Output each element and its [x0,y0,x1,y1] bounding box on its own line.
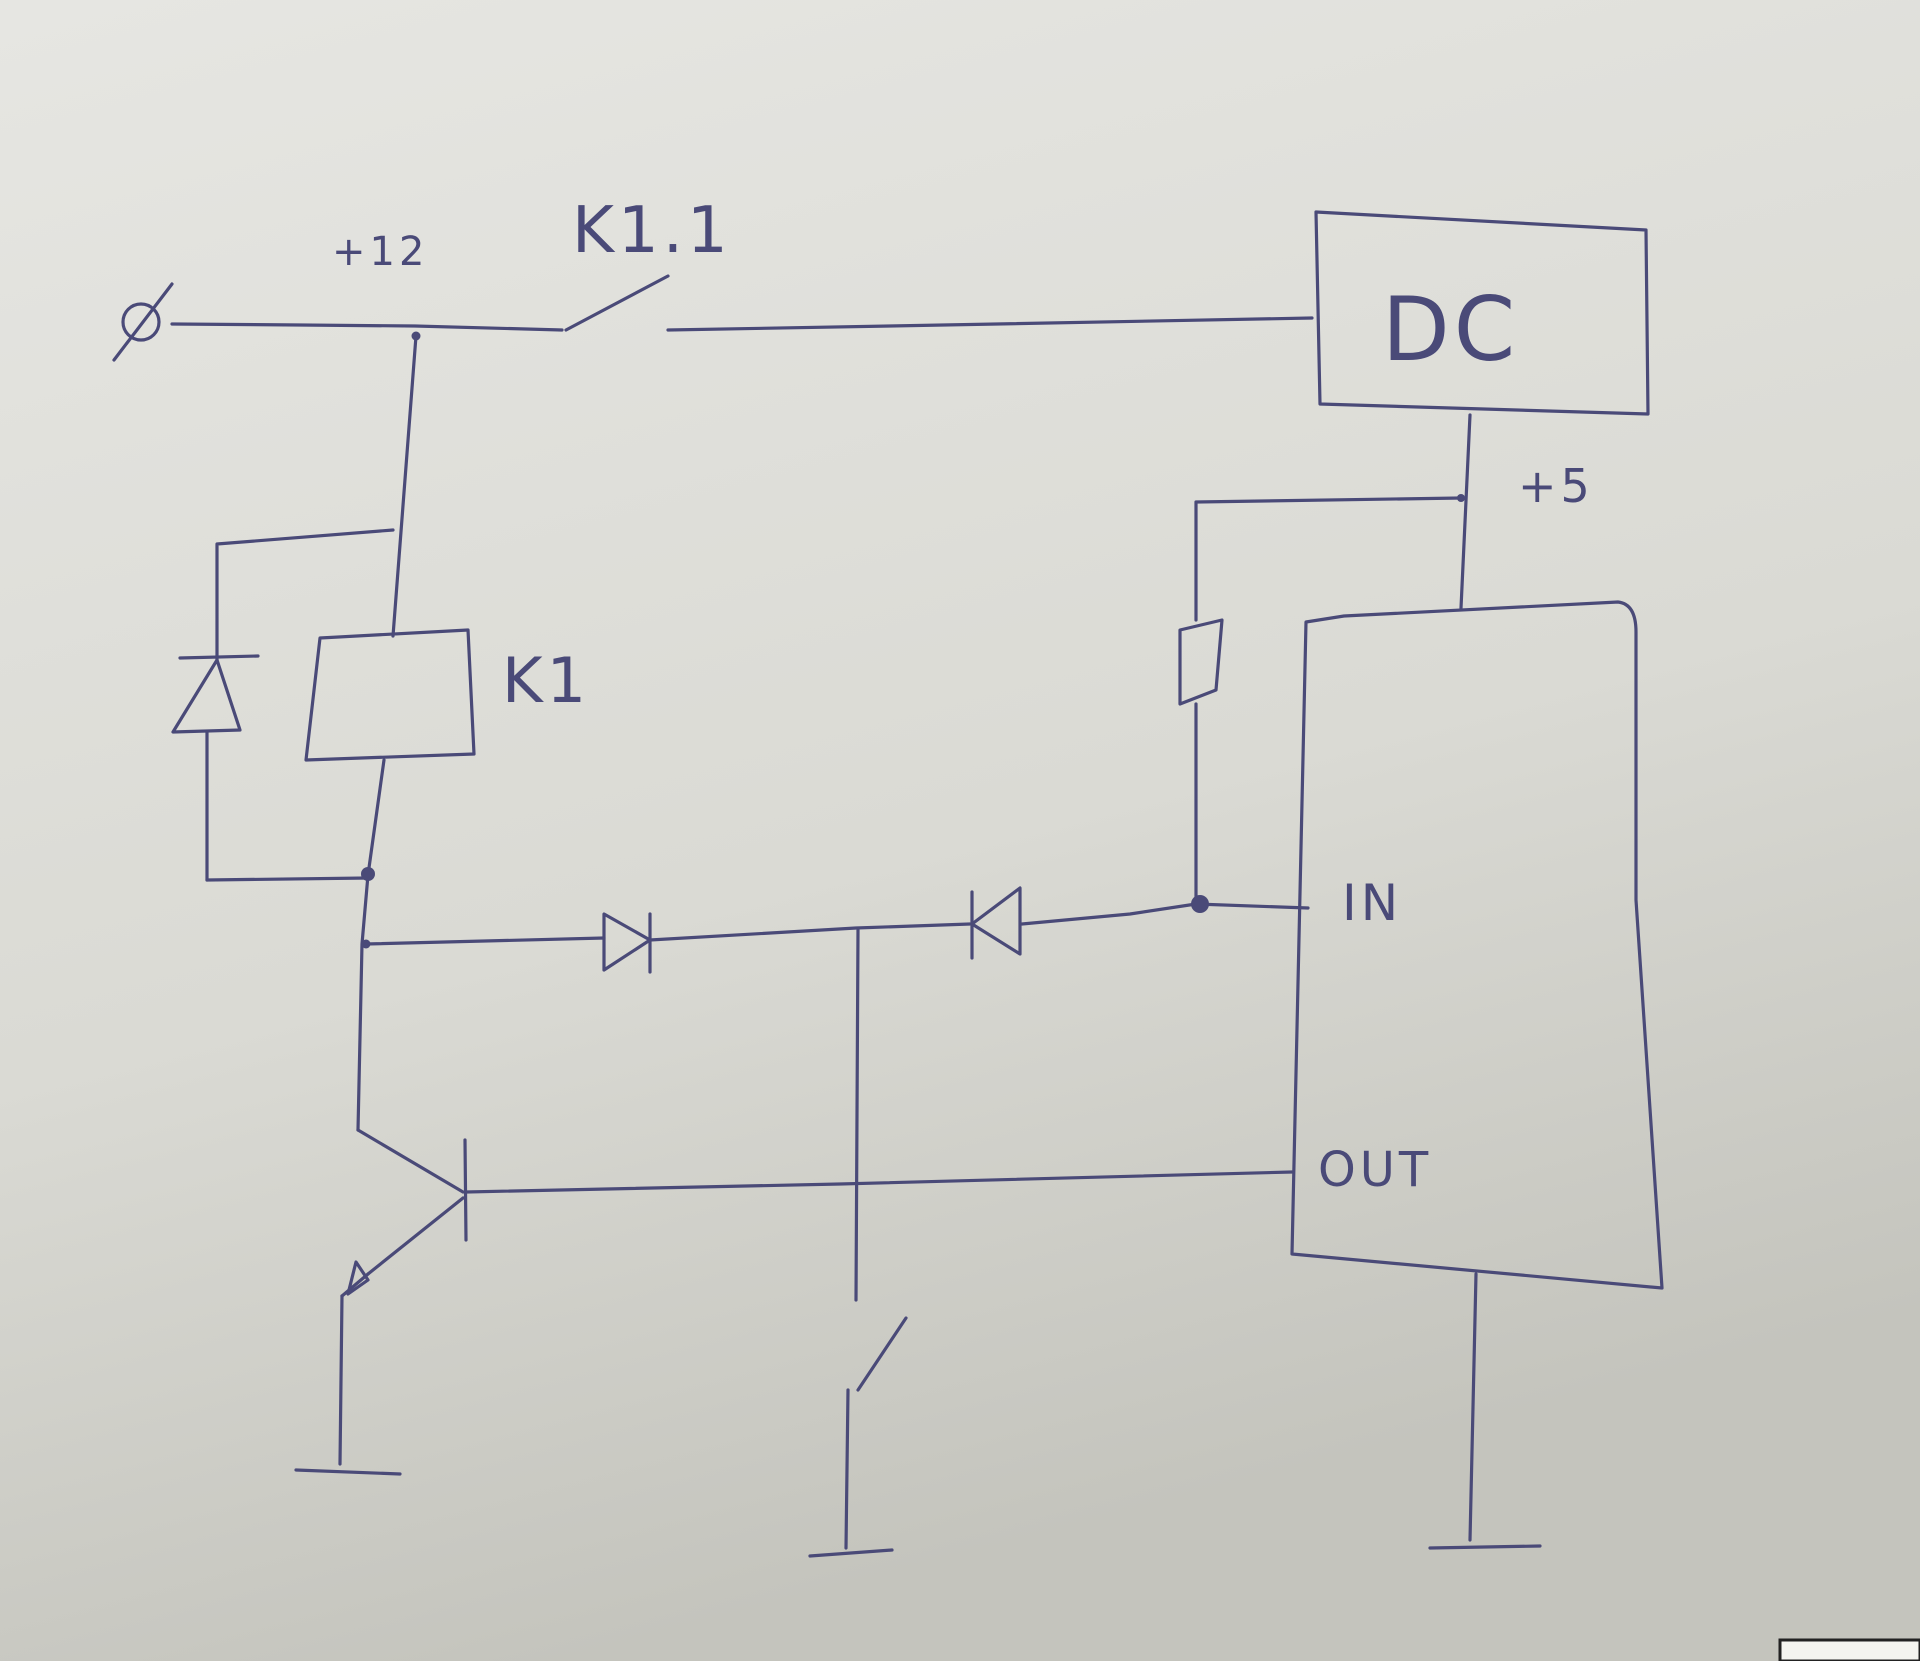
button-wire [854,928,860,1302]
label-5v: +5 [1518,459,1594,513]
npn-transistor [340,1128,468,1298]
base-drive-wire [464,1170,1294,1194]
label-out: OUT [1318,1142,1432,1198]
button-ground-wire [844,1388,850,1550]
collector-to-diode-wire [364,936,606,946]
label-12v: +12 [332,229,428,275]
junction-dot [1191,895,1209,913]
ground-symbol [808,1548,894,1558]
flyback-diode [171,654,260,882]
junction-dot [361,867,375,881]
ic-box [1290,600,1664,1290]
label-k1: K1 [502,644,590,717]
ic-ground-wire [1468,1272,1478,1542]
ground-symbol [294,1468,402,1476]
diode-middle-wire [648,922,972,942]
diode-d2 [602,912,652,974]
coil-supply-wire [391,334,418,638]
junction-dot [1457,494,1465,502]
diode-d3 [970,886,1022,960]
relay-contact-k1-1 [564,274,670,332]
supply-rail-wire [170,322,564,332]
push-button-switch [856,1316,908,1392]
emitter-ground-wire [338,1294,344,1466]
coil-to-collector-wire [356,758,386,1132]
pullup-resistor [1178,618,1224,706]
flyback-diode-bottom-wire [205,876,370,882]
diode-to-input-wire [1020,902,1310,926]
relay-coil-k1 [304,628,476,762]
pullup-wire [1194,496,1463,622]
label-in: IN [1342,874,1402,932]
paper-corner [1778,1638,1920,1661]
dc-input-wire [666,316,1314,332]
flyback-diode-top-wire [215,528,395,662]
input-terminal [112,282,174,362]
dc-converter-box [1314,210,1650,416]
label-dc: DC [1382,278,1519,381]
dc-output-wire [1459,413,1472,610]
ground-symbol [1428,1544,1542,1550]
label-k1-1: K1.1 [572,194,732,268]
